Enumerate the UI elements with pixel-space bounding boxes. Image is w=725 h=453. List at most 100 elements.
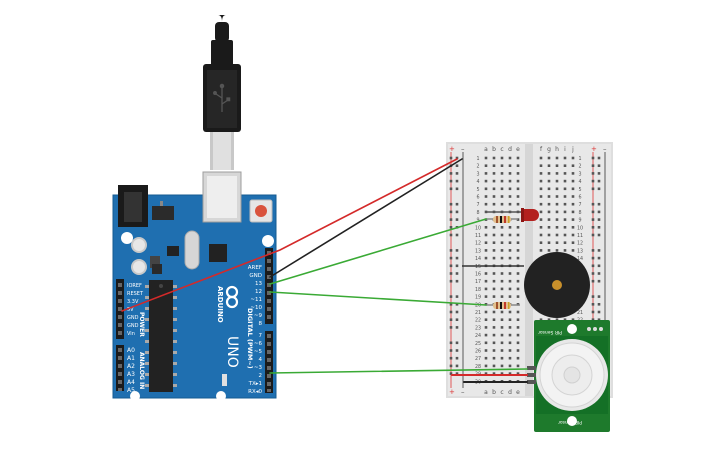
rail-hole xyxy=(449,356,453,360)
breadboard-hole xyxy=(516,226,520,229)
rail-hole xyxy=(449,256,453,260)
breadboard-hole xyxy=(555,318,559,321)
breadboard-hole xyxy=(508,279,512,283)
power-pin-label: GND xyxy=(127,323,139,329)
breadboard-hole xyxy=(547,249,551,252)
breadboard-hole xyxy=(571,187,575,191)
breadboard-hole xyxy=(508,272,512,275)
breadboard-hole xyxy=(516,310,520,314)
breadboard-hole xyxy=(539,195,543,198)
breadboard-hole xyxy=(508,364,512,368)
resistor-1[interactable] xyxy=(486,216,518,223)
breadboard-hole xyxy=(508,287,512,291)
column-label: e xyxy=(516,146,520,153)
piezo-buzzer[interactable] xyxy=(524,252,590,318)
breadboard-hole xyxy=(508,295,512,298)
rail-hole xyxy=(455,264,459,268)
led[interactable] xyxy=(486,208,539,222)
breadboard-hole xyxy=(492,256,496,260)
row-number-label: 23 xyxy=(475,325,481,331)
breadboard-hole xyxy=(563,233,567,237)
breadboard-hole xyxy=(508,318,512,321)
breadboard-hole xyxy=(492,310,496,314)
breadboard-hole xyxy=(563,241,567,244)
breadboard-hole xyxy=(547,172,551,175)
column-label: a xyxy=(484,146,488,153)
breadboard-hole xyxy=(492,187,496,191)
digital-pin-label: 2 xyxy=(259,373,263,379)
breadboard-hole xyxy=(508,256,512,260)
breadboard-hole xyxy=(547,241,551,244)
breadboard-hole xyxy=(508,164,512,167)
breadboard-hole xyxy=(484,202,488,206)
breadboard-hole xyxy=(571,241,575,244)
breadboard-hole xyxy=(555,233,559,237)
rail-hole xyxy=(449,372,453,375)
wire-5v-red[interactable] xyxy=(121,158,458,312)
analog-pin-label: A5 xyxy=(127,387,135,394)
column-label: c xyxy=(500,389,503,396)
breadboard-hole xyxy=(571,233,575,237)
breadboard-hole xyxy=(516,356,520,360)
row-number-label: 18 xyxy=(475,287,481,293)
breadboard-hole xyxy=(563,218,567,221)
rail-hole xyxy=(449,349,453,352)
breadboard-hole xyxy=(516,295,520,298)
rail-hole xyxy=(449,210,453,214)
breadboard-hole xyxy=(563,156,567,160)
wire-pin11-green[interactable] xyxy=(269,291,487,306)
rail-hole xyxy=(597,303,601,306)
wire-pin13-green[interactable] xyxy=(269,218,487,285)
row-number-label: 10 xyxy=(475,225,481,231)
rail-hole xyxy=(455,233,459,237)
breadboard-hole xyxy=(484,241,488,244)
breadboard-hole xyxy=(555,241,559,244)
rail-hole xyxy=(455,372,459,375)
breadboard-hole xyxy=(547,195,551,198)
breadboard-hole xyxy=(571,156,575,160)
breadboard-hole xyxy=(516,195,520,198)
breadboard-hole xyxy=(516,372,520,375)
breadboard-hole xyxy=(500,326,504,329)
breadboard-hole xyxy=(484,272,488,275)
breadboard-hole xyxy=(492,272,496,275)
breadboard-hole xyxy=(492,233,496,237)
digital-pin-label: GND xyxy=(249,273,262,279)
rail-hole xyxy=(597,156,601,160)
breadboard-hole xyxy=(500,179,504,183)
pir-sensor[interactable]: PIR Sensor PIR Sensor xyxy=(527,320,610,432)
breadboard-hole xyxy=(571,172,575,175)
breadboard-hole xyxy=(555,195,559,198)
row-number-label: 7 xyxy=(476,202,479,208)
row-number-label: 5 xyxy=(578,187,581,193)
row-number-label: 13 xyxy=(475,248,481,254)
breadboard-hole xyxy=(516,172,520,175)
rail-hole xyxy=(591,256,595,260)
resistor-2[interactable] xyxy=(486,302,520,309)
breadboard-hole xyxy=(555,179,559,183)
wire-gnd-black[interactable] xyxy=(269,158,463,278)
column-label: e xyxy=(516,389,520,396)
breadboard-hole xyxy=(492,202,496,206)
breadboard-hole xyxy=(484,256,488,260)
breadboard-hole xyxy=(547,202,551,206)
rail-hole xyxy=(449,156,453,160)
usb-cable xyxy=(203,15,241,170)
breadboard-hole xyxy=(492,179,496,183)
wires xyxy=(121,158,528,383)
rail-hole xyxy=(449,279,453,283)
wire-pin2-green[interactable] xyxy=(269,368,528,374)
breadboard-hole xyxy=(508,349,512,352)
power-section-label: POWER xyxy=(138,312,145,337)
rail-hole xyxy=(449,179,453,183)
breadboard-hole xyxy=(516,318,520,321)
reset-button[interactable] xyxy=(255,205,267,217)
arduino-uno-board[interactable]: IOREF RESET 3.3V 5V GND GND Vin A0 A1 A2… xyxy=(112,171,277,401)
breadboard-hole xyxy=(516,341,520,345)
breadboard-hole xyxy=(500,364,504,368)
digital-pin-label: ~6 xyxy=(254,341,263,347)
rail-hole xyxy=(455,210,459,214)
column-label: g xyxy=(547,146,551,153)
breadboard-hole xyxy=(547,318,551,321)
row-number-label: 1 xyxy=(578,156,581,162)
